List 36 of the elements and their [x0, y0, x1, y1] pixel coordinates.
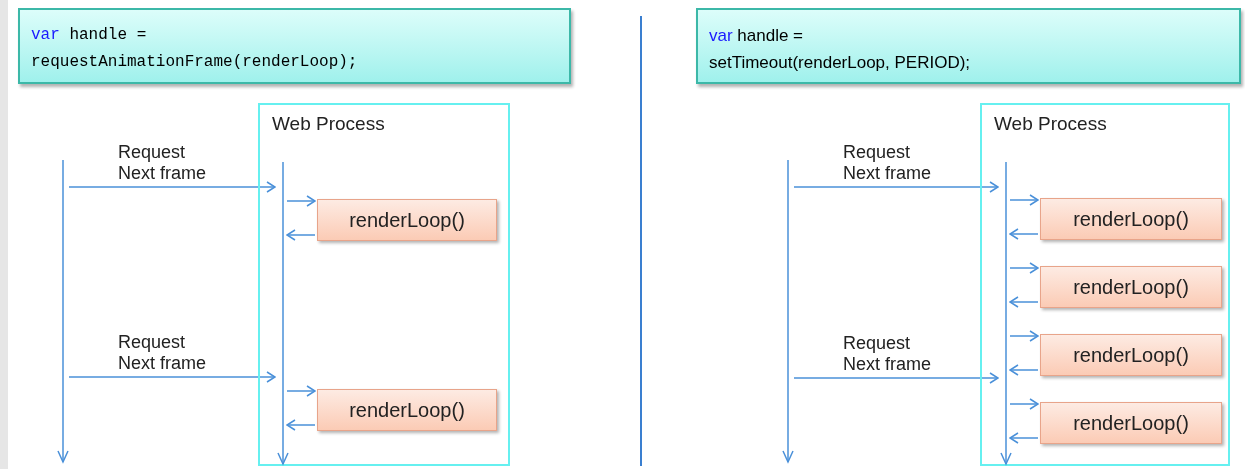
- arrow: [1009, 330, 1039, 342]
- function-box: renderLoop(): [1040, 266, 1222, 308]
- code-box: [696, 8, 1241, 84]
- arrow: [1009, 296, 1039, 308]
- arrow: [1009, 364, 1039, 376]
- arrow: [286, 195, 316, 207]
- function-box: renderLoop(): [1040, 198, 1222, 240]
- process-box: [258, 103, 510, 466]
- arrow: [793, 181, 999, 193]
- function-box: renderLoop(): [317, 199, 497, 241]
- arrow: [286, 419, 316, 431]
- arrow: [286, 385, 316, 397]
- arrow: [1009, 262, 1039, 274]
- process-box: [980, 103, 1230, 466]
- arrow: [1009, 398, 1039, 410]
- arrow: [1009, 194, 1039, 206]
- function-box: renderLoop(): [1040, 402, 1222, 444]
- code-line: var handle =: [31, 25, 147, 46]
- code-line: var handle =: [709, 25, 804, 47]
- lifeline: [277, 162, 289, 464]
- process-title: Web Process: [272, 112, 385, 136]
- arrow: [68, 371, 276, 383]
- function-box: renderLoop(): [1040, 334, 1222, 376]
- function-box: renderLoop(): [317, 389, 497, 431]
- lifeline: [1000, 162, 1012, 464]
- code-box: [18, 8, 571, 84]
- arrow: [1009, 228, 1039, 240]
- arrow: [1009, 432, 1039, 444]
- arrow: [68, 181, 276, 193]
- lifeline: [57, 160, 69, 462]
- code-line: setTimeout(renderLoop, PERIOD);: [709, 52, 971, 74]
- arrow: [286, 229, 316, 241]
- arrow: [793, 372, 999, 384]
- code-line: requestAnimationFrame(renderLoop);: [31, 52, 358, 73]
- lifeline: [782, 160, 794, 462]
- process-title: Web Process: [994, 112, 1107, 136]
